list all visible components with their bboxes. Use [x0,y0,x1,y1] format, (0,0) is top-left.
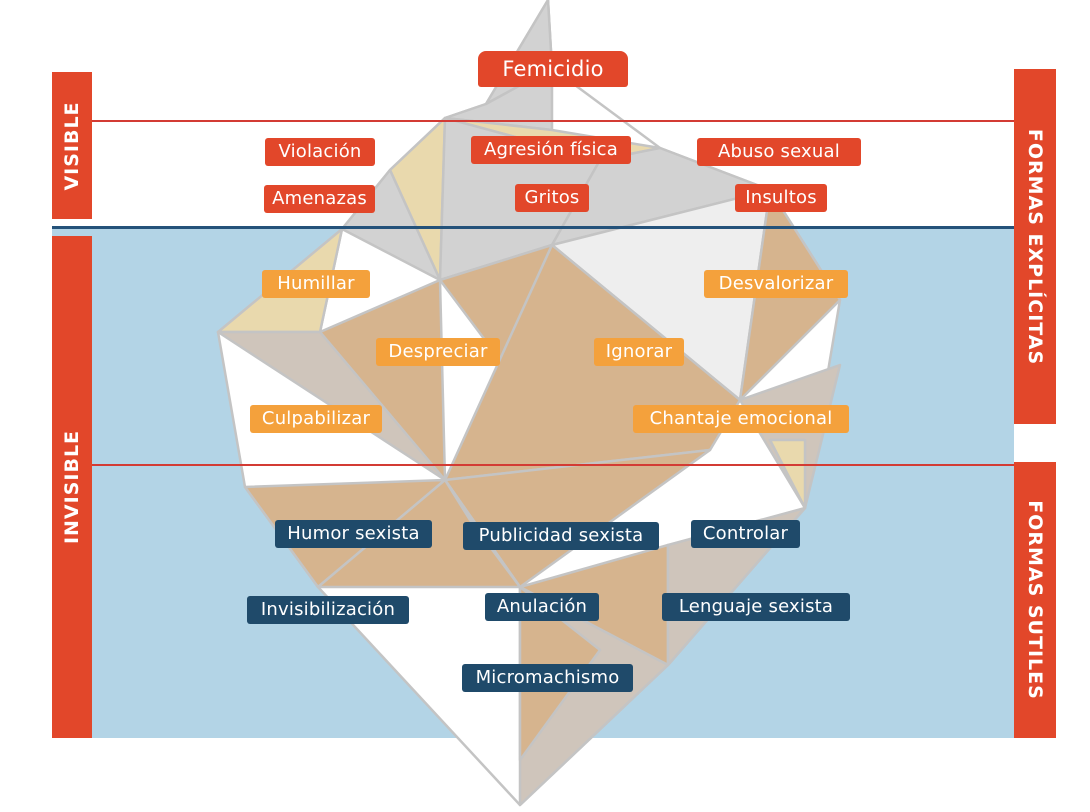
visible-label: VISIBLE [61,100,83,191]
waterline [52,226,1018,229]
invisible-label: INVISIBLE [61,429,83,545]
subtle-divider-line [92,464,1016,466]
tag-lenguaje-sexista: Lenguaje sexista [662,593,850,621]
tag-invisibilizacion: Invisibilización [247,596,409,624]
tag-chantaje-emocional: Chantaje emocional [633,405,849,433]
tag-insultos: Insultos [735,184,827,212]
visible-top-line [92,120,1016,122]
tag-ignorar: Ignorar [594,338,684,366]
tag-humor-sexista: Humor sexista [275,520,432,548]
tag-anulacion: Anulación [485,593,599,621]
tag-controlar: Controlar [691,520,800,548]
tag-micromachismo: Micromachismo [462,664,633,692]
explicit-label: FORMAS EXPLÍCITAS [1024,128,1046,365]
tag-desvalorizar: Desvalorizar [704,270,848,298]
explicit-sidebar: FORMAS EXPLÍCITAS [1014,69,1056,424]
ice-facet [768,438,807,510]
tag-gritos: Gritos [515,184,589,212]
subtle-sidebar: FORMAS SUTILES [1014,462,1056,738]
invisible-sidebar: INVISIBLE [52,236,92,738]
tag-humillar: Humillar [262,270,370,298]
tag-abuso-sexual: Abuso sexual [697,138,861,166]
tag-despreciar: Despreciar [376,338,500,366]
tag-amenazas: Amenazas [264,185,375,213]
tag-culpabilizar: Culpabilizar [250,405,382,433]
subtle-label: FORMAS SUTILES [1024,500,1046,700]
ice-facet [738,363,842,510]
tag-femicidio: Femicidio [478,51,628,87]
tag-publicidad-sexista: Publicidad sexista [463,522,659,550]
visible-sidebar: VISIBLE [52,72,92,219]
tag-agresion-fisica: Agresión física [471,136,631,164]
tag-violacion: Violación [265,138,375,166]
